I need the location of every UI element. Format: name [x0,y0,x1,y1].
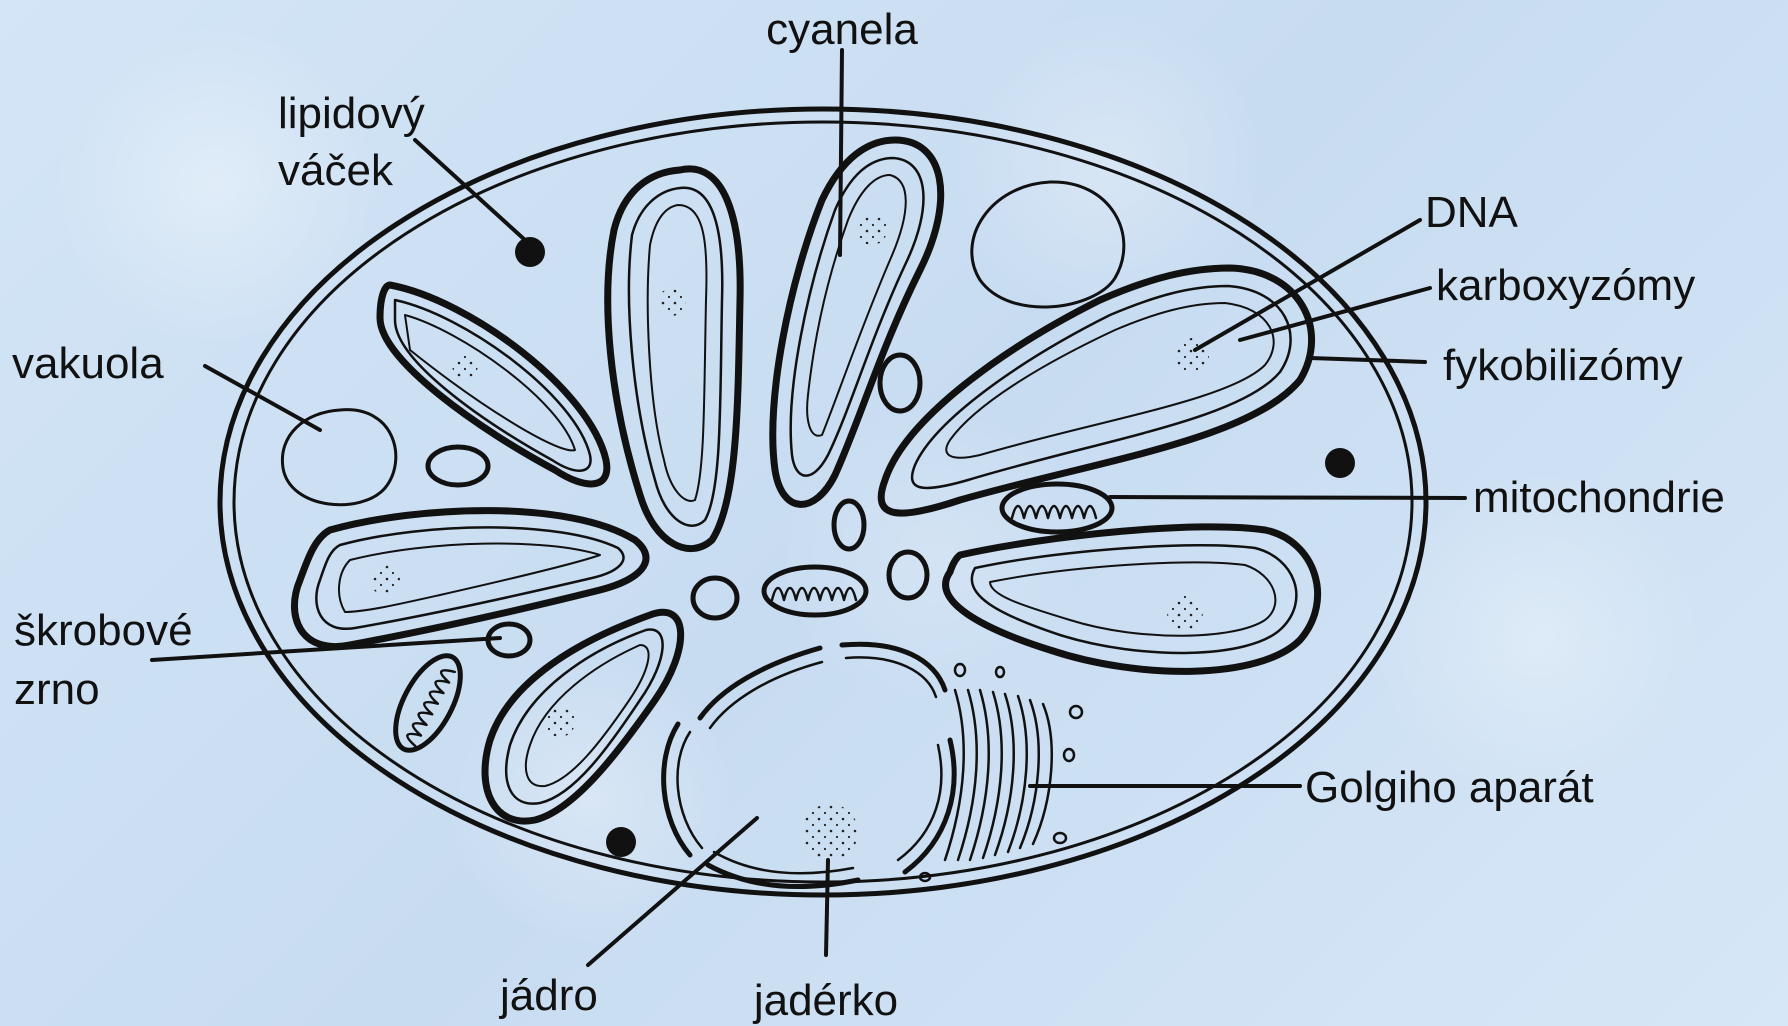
label-dna: DNA [1425,188,1519,237]
label-starch-grain-line2: zrno [14,665,100,714]
starch-grain-2 [880,355,920,411]
label-carboxysomes: karboxyzómy [1436,261,1695,310]
cell-membrane-outer [220,109,1426,895]
mitochondrion-3 [382,646,473,760]
cyanela-6 [946,527,1318,672]
label-cyanela: cyanela [766,5,918,54]
label-vacuole: vakuola [12,339,164,388]
cyanela-7 [485,612,681,821]
starch-grain-5 [693,578,737,618]
label-mitochondria: mitochondrie [1473,473,1725,522]
lipid-vesicle-2 [1325,448,1355,478]
label-nucleus: jádro [498,971,598,1020]
golgi-apparatus [920,664,1082,881]
label-lipid-vesicle-line2: váček [278,146,394,195]
cyanela-1 [380,285,607,484]
label-lipid-vesicle-line1: lipidový [278,89,425,138]
cyanela-5 [294,511,646,647]
cyanela-3 [773,140,941,504]
labels: cyanela lipidový váček DNA karboxyzómy f… [12,5,1725,1025]
cyanela-4 [881,268,1311,513]
label-nucleolus: jadérko [752,976,898,1025]
label-phycobilisomes: fykobilizómy [1443,341,1683,390]
vacuole-large-right [972,182,1124,307]
lipid-vesicle-1 [515,237,545,267]
cell-membrane-inner [234,122,1412,882]
label-starch-grain-line1: škrobové [14,606,193,655]
lipid-vesicle-3 [606,827,636,857]
label-golgi: Golgiho aparát [1305,763,1594,812]
mitochondrion-1 [1002,484,1112,532]
cyanela-2 [608,169,740,549]
mitochondrion-2 [764,567,866,615]
starch-grain-3 [834,501,864,549]
starch-grain-1 [428,447,488,485]
vacuole-left [282,410,395,505]
nucleolus [802,804,858,860]
starch-grain-4 [889,552,927,598]
